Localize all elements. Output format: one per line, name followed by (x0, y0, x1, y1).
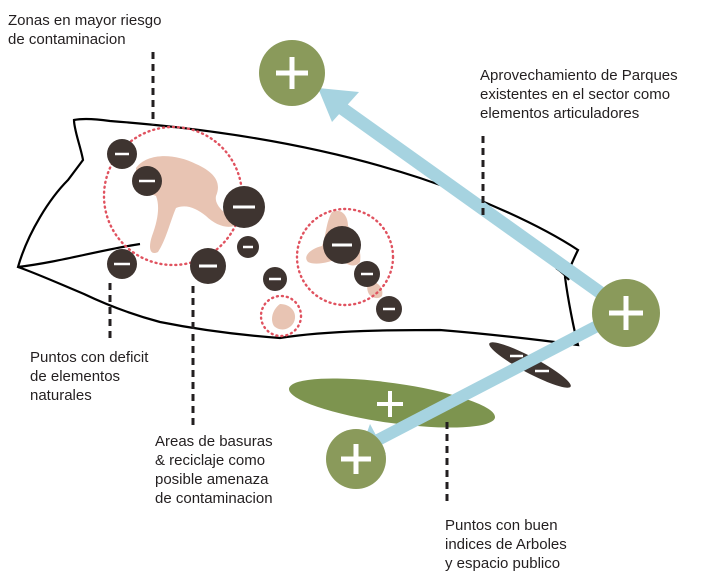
green-zone-plus-icon (377, 391, 403, 417)
label-parques: Aprovechamiento de Parques existentes en… (480, 66, 678, 123)
label-line: & reciclaje como (155, 452, 266, 469)
waste-area-small (272, 304, 296, 330)
label-line: existentes en el sector como (480, 86, 671, 103)
label-line: posible amenaza (155, 471, 269, 488)
risk-zone-circle (295, 207, 395, 307)
plus-icon (341, 444, 371, 474)
connector-arrow (332, 98, 630, 317)
deficit-points (107, 139, 402, 322)
label-line: Zonas en mayor riesgo (8, 12, 162, 29)
connector-arrow (373, 305, 629, 447)
sector-boundary-outline (16, 117, 580, 347)
label-line: naturales (30, 387, 92, 404)
label-line: elementos articuladores (480, 105, 640, 122)
label-zonas-riesgo: Zonas en mayor riesgo de contaminacion (8, 11, 161, 49)
label-line: y espacio publico (445, 555, 561, 572)
label-arboles: Puntos con buen indices de Arboles y esp… (445, 516, 567, 573)
arrow-head (318, 88, 359, 122)
label-line: Areas de basuras (155, 433, 273, 450)
risk-zone-circle (259, 294, 303, 338)
plus-icon (609, 296, 643, 330)
label-line: de contaminacion (155, 490, 273, 507)
plus-icon (276, 57, 308, 89)
label-line: de elementos (30, 368, 121, 385)
label-basuras: Areas de basuras & reciclaje como posibl… (155, 432, 273, 508)
label-line: indices de Arboles (445, 536, 567, 553)
label-line: de contaminacion (8, 31, 126, 48)
label-line: Puntos con deficit (30, 349, 149, 366)
label-line: Aprovechamiento de Parques (480, 67, 678, 84)
label-deficit: Puntos con deficit de elementos naturale… (30, 348, 148, 405)
sector-boundary-inner-edge (17, 242, 570, 281)
label-line: Puntos con buen (445, 517, 558, 534)
